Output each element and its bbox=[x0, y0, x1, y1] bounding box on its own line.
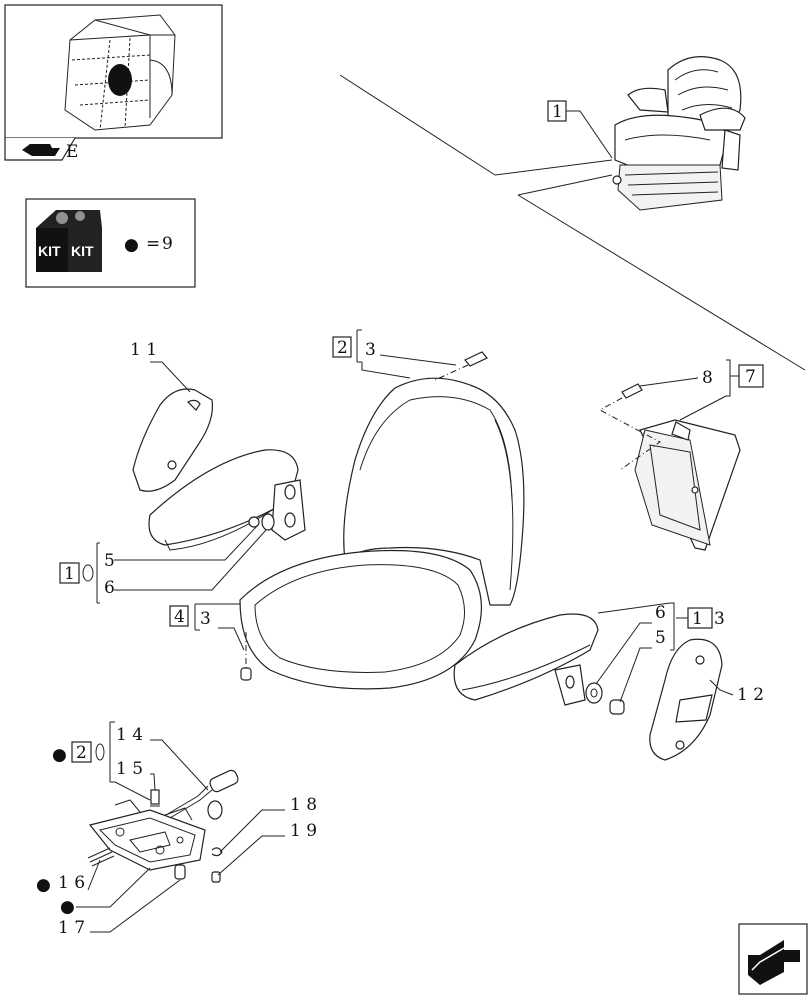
callout-11: 1 1 bbox=[130, 340, 157, 360]
thumbnail-tab: E bbox=[4, 137, 78, 162]
kit-legend: KIT KIT ● = 9 bbox=[25, 198, 196, 288]
folder-icon bbox=[22, 144, 60, 156]
guide-line-upper bbox=[339, 74, 613, 176]
callout-19: 1 9 bbox=[290, 821, 317, 841]
guide-line-lower bbox=[517, 174, 806, 371]
side-cover-right bbox=[649, 638, 723, 761]
mounting-plate bbox=[88, 799, 206, 871]
screw-19 bbox=[211, 871, 221, 883]
callout-13b: 3 bbox=[714, 609, 725, 629]
callout-20: 2 bbox=[76, 743, 87, 763]
screw-rear bbox=[598, 383, 661, 471]
bullet-9: ● bbox=[60, 897, 75, 917]
bullet-2: ● bbox=[52, 745, 67, 765]
screw-top bbox=[434, 351, 488, 381]
next-page-arrow-icon[interactable] bbox=[738, 923, 808, 995]
callout-3-top: 3 bbox=[365, 340, 376, 360]
callout-16: 1 6 bbox=[58, 873, 85, 893]
callout-4: 4 bbox=[174, 607, 185, 627]
callout-15: 1 5 bbox=[116, 759, 143, 779]
callout-3-left: 3 bbox=[200, 609, 211, 629]
kit-box-icon bbox=[36, 210, 102, 228]
callout-6: 6 bbox=[104, 578, 115, 598]
bolt-15 bbox=[150, 789, 160, 807]
armrest-left bbox=[148, 449, 306, 551]
bullet-16: ● bbox=[36, 875, 51, 895]
callout-17: 1 7 bbox=[58, 918, 85, 938]
washer-and-nut bbox=[585, 682, 625, 715]
kit-label-left: KIT bbox=[38, 243, 61, 259]
callout-18: 1 8 bbox=[290, 795, 317, 815]
callout-7: 7 bbox=[745, 367, 756, 387]
callout-12: 1 2 bbox=[737, 685, 764, 705]
callout-2: 2 bbox=[337, 338, 348, 358]
bushing-17 bbox=[174, 864, 186, 880]
kit-label-right: KIT bbox=[71, 243, 94, 259]
armrest-right bbox=[453, 613, 599, 706]
callout-10: 1 bbox=[64, 564, 75, 584]
rear-panel bbox=[634, 419, 741, 551]
callout-5: 5 bbox=[104, 551, 115, 571]
kit-equals: = bbox=[146, 234, 160, 254]
backrest-cushion bbox=[343, 377, 525, 606]
callout-6-right: 6 bbox=[655, 603, 666, 623]
seat-cushion bbox=[239, 549, 483, 690]
callout-8: 8 bbox=[702, 368, 713, 388]
cable-assembly bbox=[165, 769, 239, 820]
tractor-thumbnail[interactable] bbox=[4, 4, 223, 139]
callout-5-right: 5 bbox=[655, 628, 666, 648]
kit-value: 9 bbox=[162, 234, 173, 254]
screw-seat bbox=[240, 632, 252, 681]
callout-13a: 1 bbox=[692, 609, 703, 629]
complete-seat-illustration bbox=[612, 56, 746, 211]
clip-18 bbox=[211, 847, 223, 857]
callout-1: 1 bbox=[552, 102, 563, 122]
spring-16 bbox=[87, 847, 115, 867]
callout-14: 1 4 bbox=[116, 725, 143, 745]
thumbnail-label: E bbox=[66, 142, 78, 162]
kit-bullet: ● bbox=[124, 235, 139, 255]
